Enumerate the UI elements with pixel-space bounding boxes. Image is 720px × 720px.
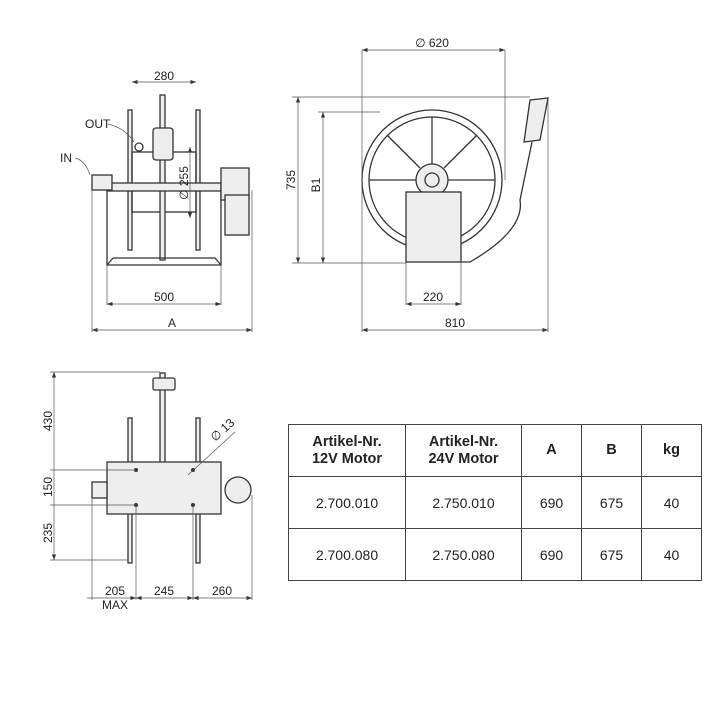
col-header-12v: Artikel-Nr.12V Motor xyxy=(288,424,406,477)
dim-205: 205 xyxy=(105,584,125,598)
cell: 675 xyxy=(581,476,642,529)
table-header-row: Artikel-Nr.12V Motor Artikel-Nr.24V Moto… xyxy=(288,424,702,477)
col-header-24v: Artikel-Nr.24V Motor xyxy=(405,424,522,477)
cell: 2.700.080 xyxy=(288,528,406,581)
dim-drum: ∅ 255 xyxy=(177,166,191,200)
dim-620: ∅ 620 xyxy=(415,36,449,50)
col-header-b: B xyxy=(581,424,642,477)
dim-245: 245 xyxy=(154,584,174,598)
cell: 690 xyxy=(521,528,582,581)
dim-810: 810 xyxy=(445,316,465,330)
table-row: 2.700.010 2.750.010 690 675 40 xyxy=(288,476,702,529)
dim-280: 280 xyxy=(154,69,174,83)
dim-430: 430 xyxy=(41,411,55,431)
cell: 675 xyxy=(581,528,642,581)
cell: 2.750.080 xyxy=(405,528,522,581)
col-header-a: A xyxy=(521,424,582,477)
specs-table: Artikel-Nr.12V Motor Artikel-Nr.24V Moto… xyxy=(288,424,702,581)
dim-500: 500 xyxy=(154,290,174,304)
cell: 40 xyxy=(641,476,702,529)
table-row: 2.700.080 2.750.080 690 675 40 xyxy=(288,528,702,581)
cell: 690 xyxy=(521,476,582,529)
dim-max: MAX xyxy=(102,598,128,612)
dim-220: 220 xyxy=(423,290,443,304)
dim-735: 735 xyxy=(284,170,298,190)
dim-hole-13: ∅ 13 xyxy=(208,415,238,444)
col-header-kg: kg xyxy=(641,424,702,477)
cell: 2.750.010 xyxy=(405,476,522,529)
dim-235: 235 xyxy=(41,523,55,543)
label-in: IN xyxy=(60,151,72,165)
cell: 40 xyxy=(641,528,702,581)
top-view: 430 150 235 ∅ 13 205 MAX 245 260 xyxy=(41,371,253,612)
front-view: ∅ 620 735 B1 220 810 xyxy=(284,36,549,333)
label-out: OUT xyxy=(85,117,111,131)
dim-a: A xyxy=(168,316,176,330)
dim-b1: B1 xyxy=(309,177,323,192)
side-view: 280 ∅ 255 OUT IN 500 A xyxy=(60,69,253,333)
dim-260: 260 xyxy=(212,584,232,598)
dim-150: 150 xyxy=(41,477,55,497)
cell: 2.700.010 xyxy=(288,476,406,529)
